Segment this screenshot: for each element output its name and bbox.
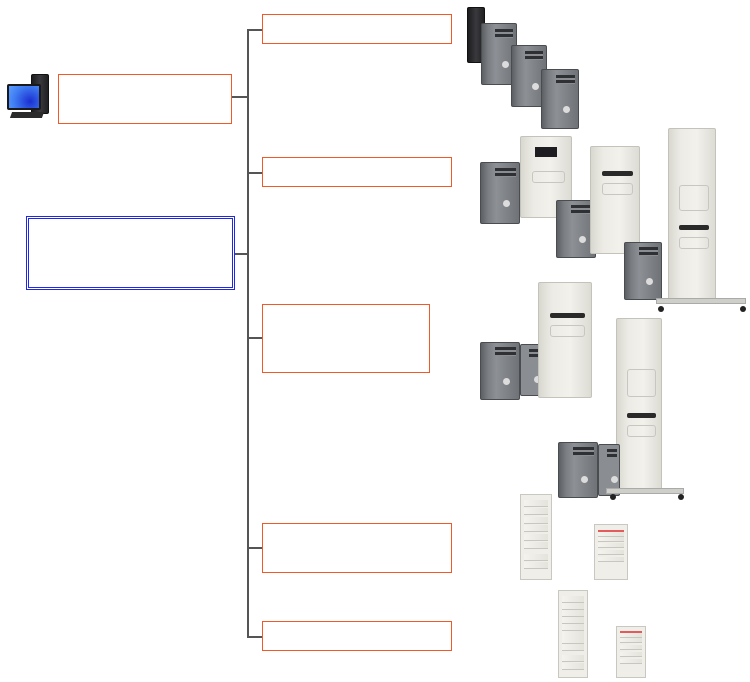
storage-unit: [598, 444, 620, 496]
tower-server: [558, 442, 598, 498]
connector-root-highlight: [234, 253, 248, 255]
tower-servers-with-tape-libraries: [478, 126, 750, 316]
rack-drive-enclosures: [556, 588, 656, 682]
desktop-drive-enclosure: [594, 524, 628, 580]
short-drive-rack: [616, 626, 646, 678]
connector-root-pc: [232, 96, 248, 98]
tape-library-cabinet: [590, 146, 640, 254]
keypad-icon: [535, 147, 557, 157]
connector-branch-5: [247, 636, 262, 638]
tower-server: [480, 342, 520, 400]
tower-server: [480, 162, 520, 224]
connector-branch-4: [247, 547, 262, 549]
pc-keyboard: [9, 112, 45, 118]
tall-storage-cabinet: [616, 318, 662, 490]
branch-node-1[interactable]: [262, 14, 452, 44]
branch-node-2[interactable]: [262, 157, 452, 187]
tall-tape-library: [668, 128, 716, 300]
tower-drive-enclosure: [520, 494, 552, 580]
tower-servers-group-small: [465, 5, 585, 130]
tall-drive-rack: [558, 590, 588, 678]
storage-cabinet: [538, 282, 592, 398]
branch-node-4[interactable]: [262, 523, 452, 573]
tower-server: [624, 242, 662, 300]
client-pc-node[interactable]: [58, 74, 232, 124]
library-stand: [656, 298, 746, 304]
highlighted-node[interactable]: [26, 216, 235, 290]
tower-server: [541, 69, 579, 129]
trunk-connector: [247, 29, 249, 637]
desktop-computer-icon: [5, 74, 53, 120]
branch-node-3[interactable]: [262, 304, 430, 373]
servers-with-storage-cabinets: [478, 278, 698, 508]
connector-branch-3: [247, 337, 262, 339]
pc-monitor: [7, 84, 41, 110]
connector-branch-2: [247, 172, 262, 174]
branch-node-5[interactable]: [262, 621, 452, 651]
cabinet-stand: [606, 488, 684, 494]
connector-branch-1: [247, 29, 262, 31]
drive-bay-enclosures: [518, 492, 638, 584]
